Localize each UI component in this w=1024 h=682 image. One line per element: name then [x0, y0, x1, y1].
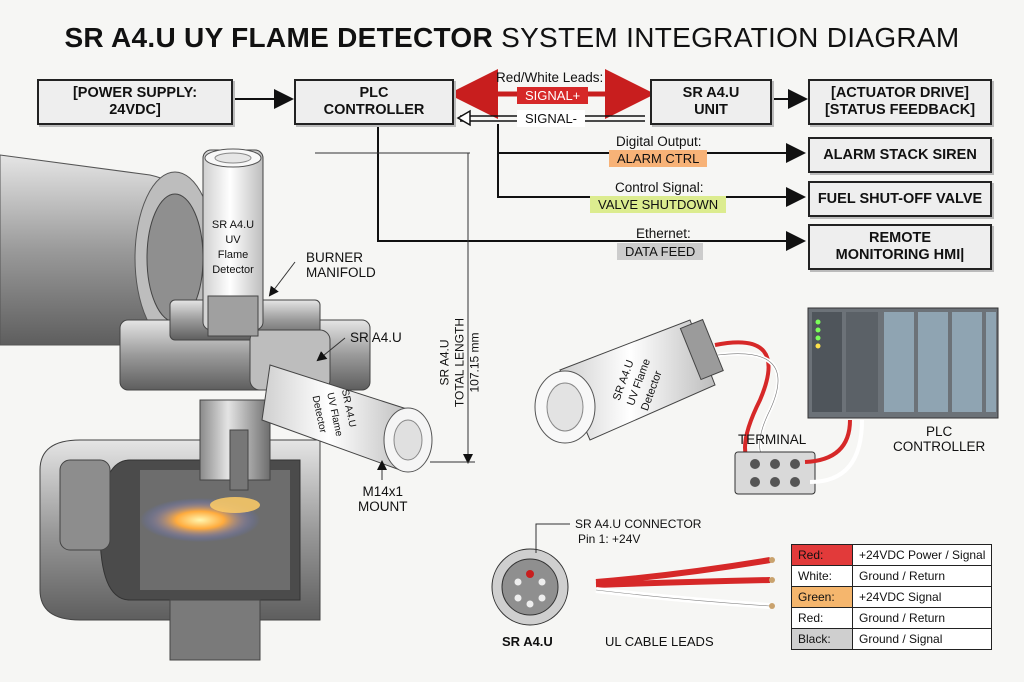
- hmi-branch-line: [377, 124, 806, 251]
- loose-sensor-illustration: [534, 318, 724, 444]
- vertical-sensor-illustration: [202, 148, 264, 337]
- horizontal-sensor-illustration: [261, 364, 433, 473]
- valve-shutdown-label: VALVE SHUTDOWN: [590, 196, 727, 213]
- burner-manifold-callout: BURNER MANIFOLD: [306, 250, 376, 280]
- page-title: SR A4.U UY FLAME DETECTOR SYSTEM INTEGRA…: [64, 22, 960, 53]
- legend-row: Black:Ground / Signal: [791, 628, 993, 650]
- cable-leads-callout: UL CABLE LEADS: [605, 634, 714, 649]
- pin1-callout: Pin 1: +24V: [578, 532, 641, 546]
- signal-minus-label: SIGNAL-: [517, 110, 586, 127]
- plc-hardware-illustration: [807, 307, 999, 419]
- terminal-block-illustration: [734, 451, 816, 495]
- total-length-callout: SR A4.U TOTAL LENGTH 107.15 mm: [437, 317, 482, 408]
- power-supply-box: [POWER SUPPLY: 24VDC]: [37, 79, 233, 125]
- mount-callout: M14x1 MOUNT: [358, 484, 408, 514]
- legend-row: Red:Ground / Return: [791, 607, 993, 629]
- terminal-callout: TERMINAL: [738, 432, 807, 447]
- horizontal-sensor-text: SR A4.U UV Flame Detector: [309, 388, 358, 438]
- leads-label: Red/White Leads:: [496, 70, 604, 85]
- actuator-drive-box: [ACTUATOR DRIVE] [STATUS FEEDBACK]: [808, 79, 992, 125]
- connector-illustration: [491, 548, 569, 626]
- plc-controller-callout: PLC CONTROLLER: [893, 424, 986, 454]
- alarm-stack-siren-box: ALARM STACK SIREN: [808, 137, 992, 173]
- sr-a4u-callout: SR A4.U: [350, 330, 402, 345]
- digital-output-label: Digital Output:: [616, 134, 702, 149]
- connector-name-label: SR A4.U: [502, 634, 553, 649]
- ethernet-label: Ethernet:: [636, 226, 691, 241]
- signal-plus-label: SIGNAL+: [517, 87, 589, 104]
- legend-row: White:Ground / Return: [791, 565, 993, 587]
- plc-controller-box: PLC CONTROLLER: [294, 79, 454, 125]
- connector-callout: SR A4.U CONNECTOR: [575, 517, 702, 531]
- fuel-shutoff-valve-box: FUEL SHUT-OFF VALVE: [808, 181, 992, 217]
- alarm-ctrl-label: ALARM CTRL: [609, 150, 708, 167]
- control-signal-label: Control Signal:: [615, 180, 704, 195]
- remote-monitoring-hmi-box: REMOTE MONITORING HMI|: [808, 224, 992, 270]
- data-feed-label: DATA FEED: [617, 243, 704, 260]
- legend-row: Green:+24VDC Signal: [791, 586, 993, 608]
- legend-row: Red:+24VDC Power / Signal: [791, 544, 993, 566]
- sr-a4u-unit-box: SR A4.U UNIT: [650, 79, 772, 125]
- wire-color-legend: Red:+24VDC Power / Signal White:Ground /…: [791, 544, 993, 650]
- vertical-sensor-text: SR A4.U UV Flame Detector: [211, 219, 255, 276]
